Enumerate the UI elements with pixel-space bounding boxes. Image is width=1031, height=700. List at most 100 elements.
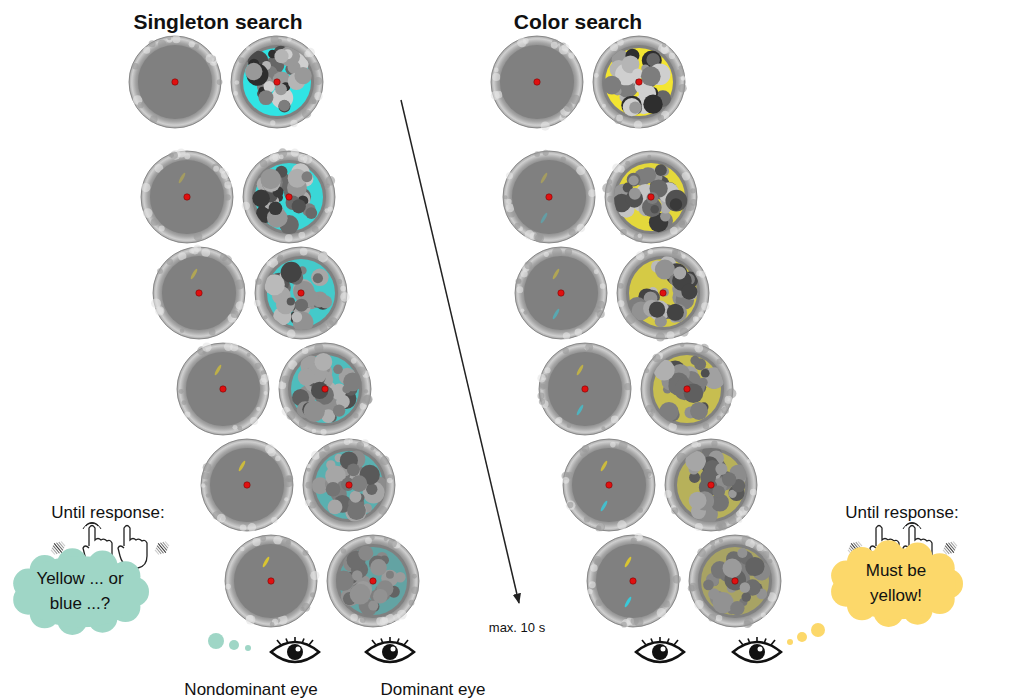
fixation-dot <box>648 194 654 200</box>
mondrian-mask <box>252 163 323 234</box>
fixation-dot <box>184 194 190 200</box>
annotation-label: Until response: <box>845 503 958 523</box>
mondrian-mask <box>613 163 688 232</box>
fixation-dot <box>732 578 738 584</box>
fixation-dot <box>546 194 552 200</box>
stimulus-disc <box>255 247 347 339</box>
target-grating <box>576 404 585 416</box>
target-grating <box>552 308 561 320</box>
target-grating <box>540 172 549 184</box>
fixation-dot <box>582 386 588 392</box>
fixation-dot <box>244 482 250 488</box>
stimulus-disc <box>201 439 293 531</box>
fixation-dot <box>558 290 564 296</box>
mondrian-mask <box>627 256 698 327</box>
thought-dot <box>787 639 793 645</box>
stimulus-disc <box>243 151 335 243</box>
panel-heading: Color search <box>514 10 642 34</box>
thought-dot <box>811 623 825 637</box>
target-grating <box>190 268 199 280</box>
thought-text: Yellow ... or blue ...? <box>32 567 128 616</box>
mondrian-mask <box>291 353 362 423</box>
stimulus-disc <box>303 439 395 531</box>
mondrian-mask <box>653 355 725 423</box>
stimulus-disc <box>641 343 733 435</box>
fixation-dot <box>708 482 714 488</box>
fixation-dot <box>196 290 202 296</box>
target-grating <box>624 596 633 608</box>
stimulus-disc <box>563 439 655 531</box>
mondrian-mask <box>603 48 673 116</box>
cloud-shape <box>830 544 962 623</box>
target-grating <box>624 556 633 568</box>
target-grating <box>238 460 247 472</box>
thought-dot <box>797 632 807 642</box>
stimulus-disc <box>587 535 679 627</box>
grating-icon <box>153 539 171 557</box>
mondrian-mask <box>243 46 312 116</box>
fixation-dot <box>606 482 612 488</box>
stimulus-disc <box>225 535 317 627</box>
fixation-dot <box>636 79 642 85</box>
stimulus-disc <box>327 535 419 627</box>
eye-icon <box>366 637 414 662</box>
eye-icon <box>271 637 319 662</box>
thought-bubble: Yellow ... or blue ...? <box>12 552 148 631</box>
stimulus-disc <box>503 151 595 243</box>
fixation-dot <box>286 194 292 200</box>
fixation-dot <box>322 386 328 392</box>
annotation-label: Nondominant eye <box>184 680 317 700</box>
mondrian-mask <box>312 451 388 522</box>
target-grating <box>262 556 271 568</box>
response-hand <box>118 526 147 569</box>
annotation-label: max. 10 s <box>489 620 545 635</box>
stimulus-disc <box>605 151 697 243</box>
fixation-dot <box>370 578 376 584</box>
stimulus-disc <box>689 535 781 627</box>
panel-heading: Singleton search <box>133 10 302 34</box>
target-grating <box>178 172 187 184</box>
fixation-dot <box>274 79 280 85</box>
thought-dot <box>229 640 239 650</box>
annotation-label: Dominant eye <box>381 680 486 700</box>
thought-dot <box>208 633 224 649</box>
target-grating <box>600 460 609 472</box>
stimulus-disc <box>539 343 631 435</box>
mondrian-mask <box>333 546 407 617</box>
stimulus-disc <box>153 247 245 339</box>
thought-text: Must be yellow! <box>850 559 942 608</box>
fixation-dot <box>220 386 226 392</box>
stimulus-disc <box>177 343 269 435</box>
mondrian-mask <box>264 259 335 333</box>
time-arrow <box>401 100 519 603</box>
target-grating <box>576 364 585 376</box>
mondrian-mask <box>701 547 771 615</box>
thought-dot <box>245 645 251 651</box>
fixation-dot <box>268 578 274 584</box>
fixation-dot <box>346 482 352 488</box>
target-grating <box>600 500 609 512</box>
eye-icon <box>733 637 781 662</box>
annotation-label: Until response: <box>51 503 164 523</box>
fixation-dot <box>298 290 304 296</box>
eye-icon <box>636 637 684 662</box>
stimulus-disc <box>129 36 221 128</box>
fixation-dot <box>172 79 178 85</box>
target-grating <box>540 212 549 224</box>
thought-bubble: Must be yellow! <box>830 544 962 623</box>
fixation-dot <box>534 79 540 85</box>
mondrian-mask <box>677 445 747 525</box>
target-grating <box>552 268 561 280</box>
stimulus-disc <box>231 36 323 128</box>
fixation-dot <box>684 386 690 392</box>
fixation-dot <box>660 290 666 296</box>
stimulus-disc <box>141 151 233 243</box>
stimulus-disc <box>491 36 583 128</box>
target-grating <box>214 364 223 376</box>
stimulus-disc <box>665 439 757 531</box>
stimulus-disc <box>593 36 685 128</box>
stimulus-disc <box>617 247 709 339</box>
fixation-dot <box>630 578 636 584</box>
cloud-shape <box>12 552 148 631</box>
stimulus-disc <box>515 247 607 339</box>
